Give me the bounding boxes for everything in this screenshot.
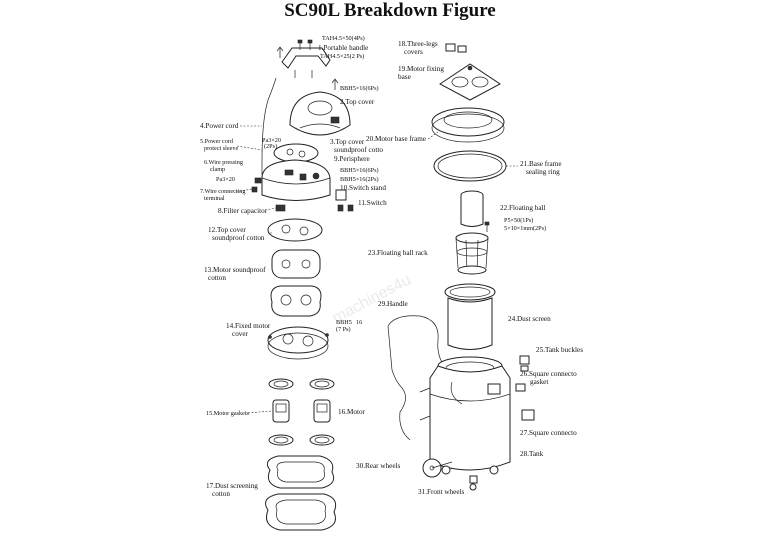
label-wire-clamp-1: 6.Wire pressing: [204, 159, 243, 166]
top-cover: [289, 91, 351, 136]
label-wire-clamp-2: clamp: [210, 166, 225, 173]
square-connector: [521, 409, 535, 421]
label-power-cord: 4.Power cord: [200, 122, 239, 130]
label-square-gasket-1: 26.Square connecto: [520, 370, 577, 378]
label-motor-fixing-base-2: base: [398, 73, 411, 81]
label-motor-cotton-2: cotton: [208, 274, 226, 282]
dust-screening-cotton: [265, 455, 337, 531]
label-three-legs-2: covers: [404, 48, 423, 56]
label-handle: 29.Handle: [378, 300, 408, 308]
top-cover-soundproof-cotton: [273, 143, 319, 163]
label-bbh5-c: (7 Ps): [336, 326, 351, 333]
label-top-cover-cotton-12-2: soundproof cotton: [212, 234, 265, 242]
label-fixed-motor-cover-2: cover: [232, 330, 249, 338]
portable-handle: [281, 39, 331, 78]
motor-base-frame: [431, 107, 505, 143]
label-floating-ball: 22.Floating ball: [500, 204, 546, 212]
label-sealing-ring-1: 21.Base frame: [520, 160, 562, 168]
label-top-cover-cotton-12-1: 12.Top cover: [208, 226, 246, 234]
motor-fixing-base: [439, 63, 501, 101]
floating-ball-rack: [455, 232, 489, 275]
floating-ball-screw: [484, 221, 490, 232]
fixed-motor-cover: [267, 326, 329, 360]
label-tah-4ps: TAH4.5×50(4Ps): [322, 35, 365, 42]
label-front-wheels: 31.Front wheels: [418, 488, 465, 496]
label-square-gasket-2: gasket: [530, 378, 548, 386]
label-power-cord-sleeve-1: 5.Power cord: [200, 138, 234, 145]
label-dust-screening-1: 17.Dust screening: [206, 482, 258, 490]
label-perisphere: 9.Perisphere: [334, 155, 370, 163]
label-pa3-20-a: Pa3×20: [262, 137, 281, 144]
filter-capacitor: [275, 204, 286, 212]
power-cord: [261, 77, 277, 175]
label-dust-screen: 24.Dust screen: [508, 315, 551, 323]
base-frame-sealing-ring: [433, 150, 507, 182]
label-motor-base-frame: 20.Motor base frame: [366, 135, 426, 143]
label-bbh-2ps: BBH5×16(2Ps): [340, 176, 379, 183]
label-three-legs-1: 18.Three-legs: [398, 40, 438, 48]
label-bbh-6ps-top: BBH5×16(6Ps): [340, 85, 379, 92]
label-motor-cotton-1: 13.Motor soundproof: [204, 266, 266, 274]
label-rear-wheels: 30.Rear wheels: [356, 462, 401, 470]
label-tah-2ps: TAH4.5×25(2 Ps): [320, 53, 364, 60]
tank-buckles: [519, 355, 530, 372]
label-motor-fixing-base-1: 19.Motor fixing: [398, 65, 444, 73]
floating-ball: [460, 190, 484, 227]
label-switch-stand: 10.Switch stand: [340, 184, 386, 192]
label-tank-buckles: 25.Tank buckles: [536, 346, 583, 354]
label-motor: 16.Motor: [338, 408, 366, 416]
label-top-cover-cotton-1: 3.Top cover: [330, 138, 365, 146]
label-top-cover: 2.Top cover: [340, 98, 375, 106]
three-legs-covers: [445, 43, 467, 53]
label-sealing-ring-2: sealing ring: [526, 168, 560, 176]
dust-screen: [444, 283, 496, 350]
label-fixed-motor-cover-1: 14.Fixed motor: [226, 322, 271, 330]
label-filter-capacitor: 8.Filter capacitor: [218, 207, 268, 215]
switch-stand: [335, 189, 354, 212]
label-pa3-20-b: Pa3×20: [216, 176, 235, 183]
front-wheels: [469, 475, 478, 491]
perisphere-housing: [251, 159, 331, 201]
label-square-connector: 27.Square connecto: [520, 429, 577, 437]
label-motor-gaskets: 15.Motor gaskets: [206, 410, 250, 417]
motor: [272, 399, 331, 423]
label-wire-terminal-1: 7.Wire connecting: [200, 188, 245, 195]
label-p5x50: P5×50(1Ps): [504, 217, 533, 224]
motor-gaskets: [268, 378, 335, 446]
label-p5x10: 5×10×1mm(2Ps): [504, 225, 546, 232]
label-bbh5-b: 16: [356, 319, 362, 326]
label-bbh-6ps-mid: BBH5×16(6Ps): [340, 167, 379, 174]
label-switch: 11.Switch: [358, 199, 387, 207]
diagram-title: SC90L Breakdown Figure: [284, 0, 496, 21]
handle: [387, 315, 459, 441]
motor-soundproof-cotton: [270, 249, 322, 317]
rear-wheels: [422, 458, 453, 478]
label-wire-terminal-2: terminal: [204, 195, 225, 202]
label-pa3-20-a2: (2Ps): [264, 143, 277, 150]
label-portable-handle: 1.Portable handle: [318, 44, 368, 52]
label-tank: 28.Tank: [520, 450, 544, 458]
label-bbh5-a: BBH5: [336, 319, 352, 326]
tank: [419, 356, 511, 475]
top-cover-soundproof-cotton-lower: [267, 218, 323, 242]
label-dust-screening-2: cotton: [212, 490, 230, 498]
label-power-cord-sleeve-2: protect sleeve: [204, 145, 238, 152]
square-connector-gasket: [515, 383, 526, 392]
label-top-cover-cotton-2: soundproof cotto: [334, 146, 383, 154]
label-floating-ball-rack: 23.Floating ball rack: [368, 249, 428, 257]
